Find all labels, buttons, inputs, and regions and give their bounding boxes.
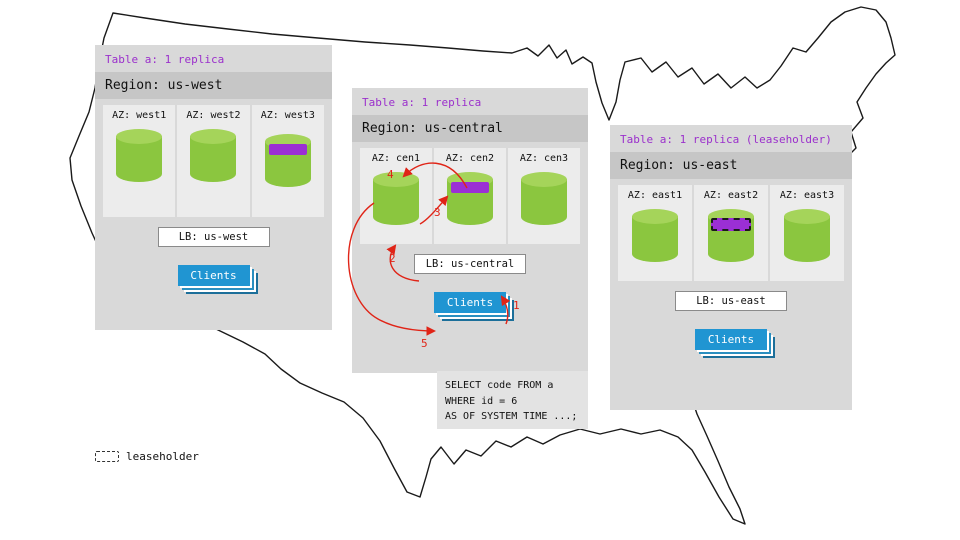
table-label: Table a: 1 replica	[105, 53, 225, 66]
region-title: Region: us-east	[610, 152, 852, 179]
database-cylinder-icon	[708, 209, 754, 269]
sql-line: SELECT code FROM a	[445, 380, 554, 391]
database-cylinder-icon	[521, 172, 567, 232]
az-row: AZ: east1 AZ: east2 AZ: east3	[618, 185, 844, 281]
region-panel-us-central: Table a: 1 replica Region: us-central AZ…	[352, 88, 588, 373]
region-title: Region: us-central	[352, 115, 588, 142]
az-cen3: AZ: cen3	[508, 148, 580, 244]
sql-line: WHERE id = 6	[445, 395, 518, 407]
az-row: AZ: west1 AZ: west2 AZ: west3	[103, 105, 324, 217]
load-balancer-us-central: LB: us-central	[414, 254, 526, 274]
az-cen2: AZ: cen2	[434, 148, 506, 244]
az-cen1: AZ: cen1	[360, 148, 432, 244]
az-west3: AZ: west3	[251, 105, 324, 217]
region-title: Region: us-west	[95, 72, 332, 99]
region-panel-us-west: Table a: 1 replica Region: us-west AZ: w…	[95, 45, 332, 330]
database-cylinder-icon	[373, 172, 419, 232]
database-cylinder-icon	[190, 129, 237, 189]
az-east2: AZ: east2	[694, 185, 768, 281]
legend: leaseholder	[95, 450, 199, 463]
clients-box-us-central: Clients	[434, 292, 506, 313]
database-cylinder-icon	[116, 129, 163, 189]
legend-label: leaseholder	[126, 450, 199, 463]
region-panel-us-east: Table a: 1 replica (leaseholder) Region:…	[610, 125, 852, 410]
table-label: Table a: 1 replica (leaseholder)	[620, 133, 832, 146]
sql-line: AS OF SYSTEM TIME ...;	[445, 411, 578, 422]
database-cylinder-icon	[784, 209, 830, 269]
az-east3: AZ: east3	[770, 185, 844, 281]
replica-range	[268, 144, 307, 155]
database-cylinder-icon	[447, 172, 493, 232]
replica-range	[451, 182, 489, 193]
clients-box-us-east: Clients	[695, 329, 767, 350]
az-west1: AZ: west1	[103, 105, 176, 217]
az-east1: AZ: east1	[618, 185, 692, 281]
az-west2: AZ: west2	[177, 105, 250, 217]
database-cylinder-icon	[632, 209, 678, 269]
sql-query-box: SELECT code FROM a WHERE id = 6 AS OF SY…	[437, 371, 588, 429]
leaseholder-swatch-icon	[95, 451, 119, 462]
leaseholder-range	[711, 218, 751, 231]
load-balancer-us-west: LB: us-west	[157, 227, 270, 247]
table-label: Table a: 1 replica	[362, 96, 482, 109]
load-balancer-us-east: LB: us-east	[675, 291, 787, 311]
clients-box-us-west: Clients	[177, 265, 250, 286]
az-row: AZ: cen1 AZ: cen2 AZ: cen3	[360, 148, 580, 244]
database-cylinder-icon	[264, 134, 311, 194]
